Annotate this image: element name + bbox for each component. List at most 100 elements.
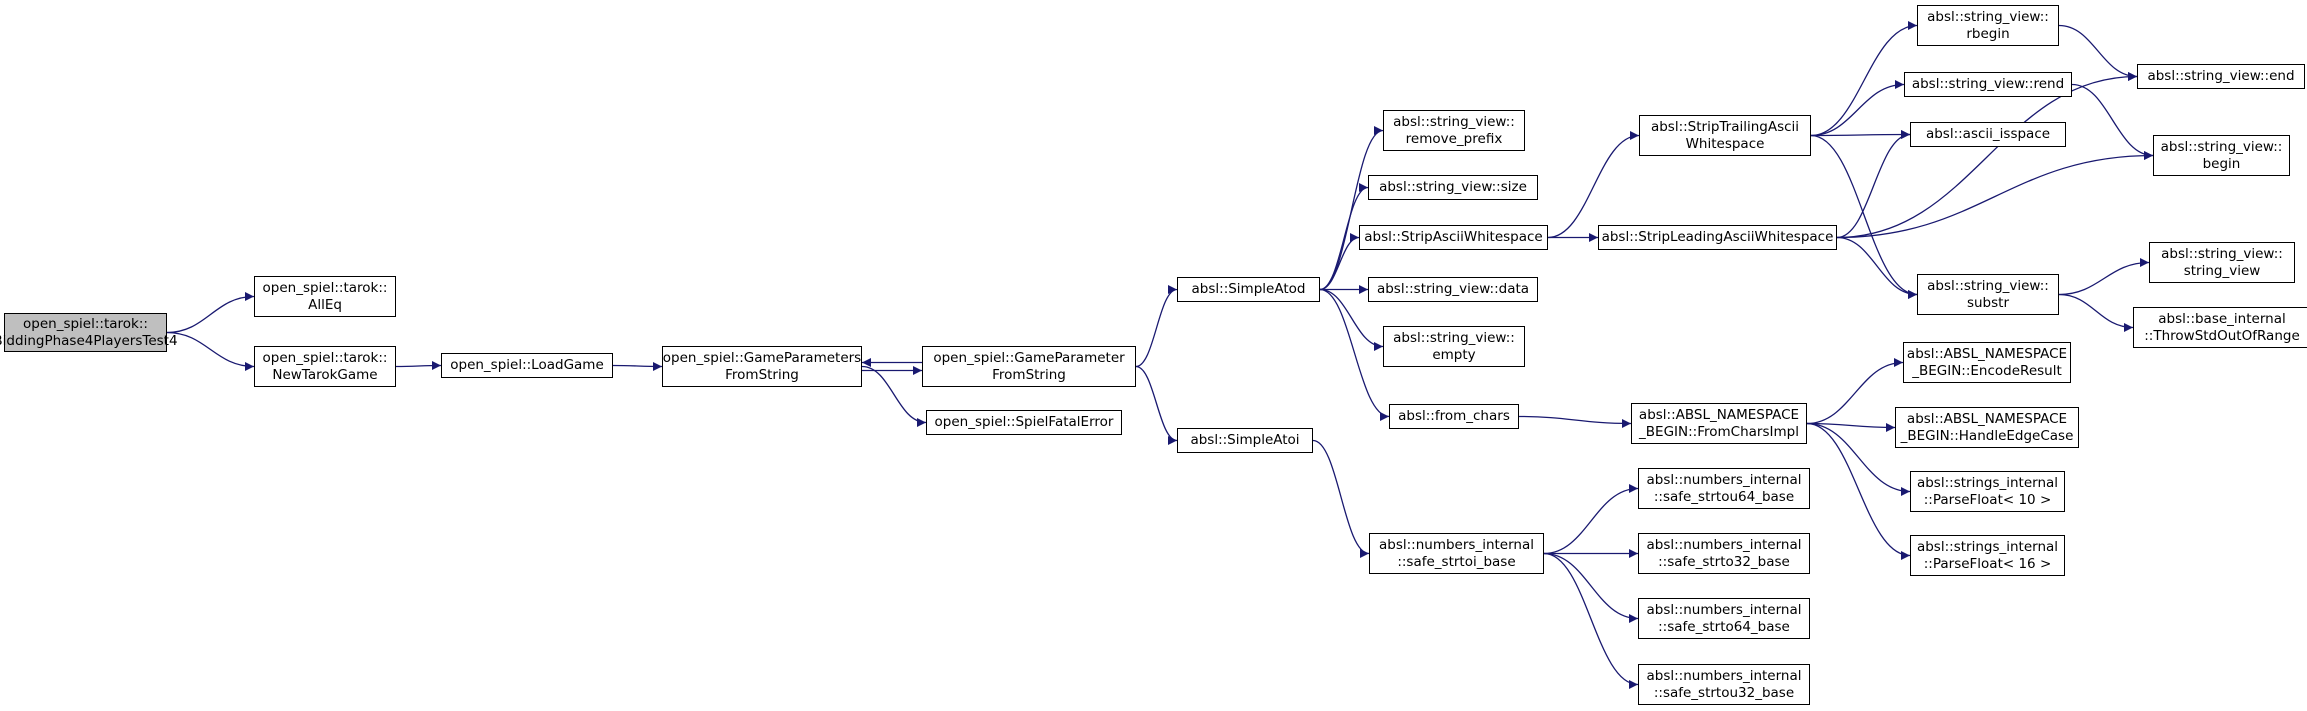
graph-node-label: absl::StripLeadingAsciiWhitespace — [1601, 229, 1834, 245]
graph-node-label: absl::StripAsciiWhitespace — [1364, 229, 1543, 245]
graph-node-label: open_spiel::tarok:: — [262, 349, 388, 366]
graph-node-atod[interactable]: absl::SimpleAtod — [1177, 277, 1320, 302]
graph-node-label: substr — [1966, 294, 2010, 311]
edge-substr-to-ctor — [2058, 258, 2150, 296]
edge-striplead-to-end — [1836, 72, 2138, 239]
graph-node-label: Whitespace — [1685, 135, 1765, 152]
graph-node-label: AllEq — [308, 296, 342, 313]
edge-atod-to-fromchars — [1319, 288, 1390, 421]
graph-node-label: empty — [1432, 346, 1476, 363]
graph-node-label: absl::numbers_internal — [1646, 536, 1802, 553]
graph-node-label: open_spiel::tarok:: — [23, 315, 148, 332]
graph-node-label: ::safe_strto64_base — [1658, 618, 1790, 635]
graph-node-parse16[interactable]: absl::strings_internal::ParseFloat< 16 > — [1910, 535, 2065, 576]
edge-fromcharsimpl-to-parse10 — [1806, 422, 1911, 496]
graph-node-label: open_spiel::tarok:: — [262, 279, 388, 296]
graph-node-safe_strtoi[interactable]: absl::numbers_internal::safe_strtoi_base — [1369, 533, 1544, 574]
edge-rend-to-begin — [2071, 83, 2154, 160]
graph-node-label: absl::string_view::data — [1376, 281, 1530, 297]
graph-node-ctor[interactable]: absl::string_view::string_view — [2149, 242, 2295, 283]
graph-node-isspace[interactable]: absl::ascii_isspace — [1910, 122, 2066, 147]
graph-node-label: ::safe_strtou64_base — [1653, 488, 1795, 505]
graph-node-encoderesult[interactable]: absl::ABSL_NAMESPACE_BEGIN::EncodeResult — [1903, 342, 2071, 383]
edge-striptrail-to-rend — [1810, 80, 1905, 137]
graph-node-label: absl::strings_internal — [1916, 474, 2059, 491]
edge-fromchars-to-fromcharsimpl — [1518, 415, 1632, 428]
graph-node-parse10[interactable]: absl::strings_internal::ParseFloat< 10 > — [1910, 471, 2065, 512]
graph-node-safe_64[interactable]: absl::numbers_internal::safe_strto64_bas… — [1638, 598, 1810, 639]
graph-node-label: absl::string_view:: — [1393, 329, 1515, 346]
graph-node-label: absl::string_view::end — [2147, 68, 2295, 84]
graph-node-newtarok[interactable]: open_spiel::tarok::NewTarokGame — [254, 346, 396, 387]
graph-node-label: _BEGIN::FromCharsImpl — [1639, 423, 1799, 440]
graph-node-edgecase[interactable]: absl::ABSL_NAMESPACE_BEGIN::HandleEdgeCa… — [1895, 407, 2079, 448]
edge-root-to-alleq — [166, 292, 255, 334]
edge-gpfs-to-fatal — [861, 365, 927, 427]
edge-loadgame-to-gpfs — [612, 361, 663, 371]
graph-node-label: ::safe_strtoi_base — [1397, 553, 1516, 570]
graph-node-label: ::ParseFloat< 16 > — [1923, 555, 2052, 572]
graph-node-label: absl::string_view:: — [2160, 138, 2283, 155]
edge-safe_strtoi-to-safe_64 — [1543, 552, 1639, 623]
graph-node-label: open_spiel::GameParameters — [662, 349, 862, 366]
edge-fromcharsimpl-to-encoderesult — [1806, 358, 1904, 425]
graph-node-label: absl::ABSL_NAMESPACE — [1906, 345, 2068, 362]
graph-node-empty[interactable]: absl::string_view::empty — [1383, 326, 1525, 367]
graph-node-label: absl::strings_internal — [1916, 538, 2059, 555]
graph-node-safe_u64[interactable]: absl::numbers_internal::safe_strtou64_ba… — [1638, 468, 1810, 509]
graph-node-striplead[interactable]: absl::StripLeadingAsciiWhitespace — [1598, 225, 1837, 250]
graph-node-label: absl::SimpleAtoi — [1190, 432, 1300, 448]
graph-node-label: ::ParseFloat< 10 > — [1923, 491, 2052, 508]
edge-stripws-to-striptrail — [1547, 131, 1640, 239]
graph-node-label: absl::numbers_internal — [1646, 601, 1802, 618]
graph-node-rbegin[interactable]: absl::string_view::rbegin — [1917, 5, 2059, 46]
graph-node-stripws[interactable]: absl::StripAsciiWhitespace — [1359, 225, 1548, 250]
graph-node-alleq[interactable]: open_spiel::tarok::AllEq — [254, 276, 396, 317]
graph-node-label: _BEGIN::HandleEdgeCase — [1900, 427, 2074, 444]
graph-node-label: absl::ascii_isspace — [1925, 126, 2051, 142]
graph-node-label: ::safe_strtou32_base — [1653, 684, 1795, 701]
graph-node-label: absl::string_view:: — [2161, 245, 2283, 262]
edge-fromcharsimpl-to-edgecase — [1806, 422, 1896, 432]
graph-node-label: string_view — [2183, 262, 2261, 279]
edge-gpfs2-to-atoi — [1135, 365, 1178, 445]
graph-node-label: FromString — [992, 366, 1066, 383]
edge-atod-to-stripws — [1319, 233, 1360, 291]
graph-node-begin[interactable]: absl::string_view::begin — [2153, 135, 2290, 176]
edge-newtarok-to-loadgame — [395, 361, 442, 371]
graph-node-label: NewTarokGame — [272, 366, 378, 383]
edge-striptrail-to-rbegin — [1810, 21, 1918, 137]
graph-node-rmprefix[interactable]: absl::string_view::remove_prefix — [1383, 110, 1525, 151]
graph-node-data[interactable]: absl::string_view::data — [1368, 277, 1538, 302]
graph-node-label: rbegin — [1966, 25, 2010, 42]
edge-substr-to-throwoor — [2058, 293, 2134, 332]
graph-node-rend[interactable]: absl::string_view::rend — [1904, 72, 2072, 97]
edge-root-to-newtarok — [166, 331, 255, 371]
graph-node-substr[interactable]: absl::string_view::substr — [1917, 274, 2059, 315]
graph-node-end[interactable]: absl::string_view::end — [2137, 64, 2305, 89]
edge-fromcharsimpl-to-parse16 — [1806, 422, 1911, 560]
graph-node-atoi[interactable]: absl::SimpleAtoi — [1177, 428, 1313, 453]
graph-node-size[interactable]: absl::string_view::size — [1368, 175, 1538, 200]
graph-node-safe_u32[interactable]: absl::numbers_internal::safe_strtou32_ba… — [1638, 664, 1810, 705]
graph-node-fromchars[interactable]: absl::from_chars — [1389, 404, 1519, 429]
graph-node-label: ::ThrowStdOutOfRange — [2144, 327, 2300, 344]
graph-node-fromcharsimpl[interactable]: absl::ABSL_NAMESPACE_BEGIN::FromCharsImp… — [1631, 403, 1807, 444]
graph-node-label: absl::string_view::size — [1379, 179, 1527, 195]
graph-node-safe_32[interactable]: absl::numbers_internal::safe_strto32_bas… — [1638, 533, 1810, 574]
edge-striptrail-to-isspace — [1810, 130, 1911, 140]
graph-node-label: ::safe_strto32_base — [1658, 553, 1790, 570]
graph-node-label: begin — [2202, 155, 2241, 172]
graph-node-label: absl::string_view:: — [1927, 277, 2049, 294]
graph-node-label: open_spiel::SpielFatalError — [934, 414, 1114, 430]
graph-node-fatal[interactable]: open_spiel::SpielFatalError — [926, 410, 1122, 435]
graph-node-label: open_spiel::LoadGame — [450, 357, 604, 373]
graph-node-loadgame[interactable]: open_spiel::LoadGame — [441, 353, 613, 378]
graph-node-root: open_spiel::tarok::BiddingPhase4PlayersT… — [0, 313, 178, 352]
edge-safe_strtoi-to-safe_u32 — [1543, 552, 1639, 689]
graph-node-throwoor[interactable]: absl::base_internal::ThrowStdOutOfRange — [2133, 307, 2307, 348]
edge-safe_strtoi-to-safe_u64 — [1543, 484, 1639, 555]
